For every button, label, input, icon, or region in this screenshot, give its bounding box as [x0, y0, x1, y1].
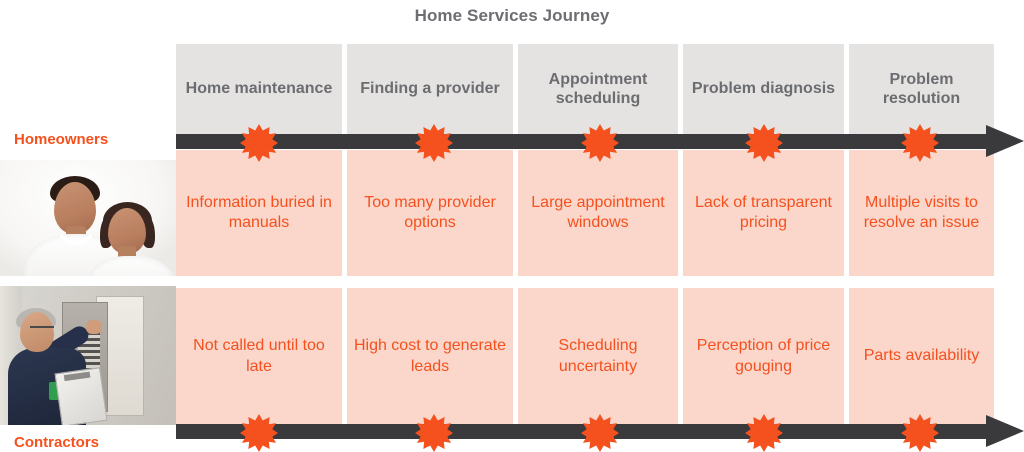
pain-point-text: Not called until too late — [193, 337, 325, 375]
contractor-hand — [86, 320, 102, 334]
pain-cell-homeowners-problem-diagnosis[interactable]: Lack of transparent pricing — [683, 150, 844, 276]
page-title: Home Services Journey — [414, 6, 610, 25]
stage-header-label: Finding a provider — [360, 80, 500, 98]
pocket-tool — [49, 382, 59, 400]
stage-header-problem-diagnosis[interactable]: Problem diagnosis — [683, 44, 844, 135]
arrow-shaft — [176, 424, 988, 439]
man-head — [54, 182, 96, 234]
pain-point-text: Scheduling uncertainty — [558, 337, 638, 375]
arrow-head-icon — [986, 415, 1024, 447]
pain-cell-homeowners-home-maintenance[interactable]: Information buried in manuals — [176, 150, 342, 276]
pain-cell-homeowners-problem-resolution[interactable]: Multiple visits to resolve an issue — [849, 150, 994, 276]
clipboard — [54, 367, 108, 425]
contractor-journey-arrow — [176, 415, 1024, 447]
stage-header-label: Home maintenance — [185, 80, 333, 98]
stage-header-home-maintenance[interactable]: Home maintenance — [176, 44, 342, 135]
pain-cell-contractors-home-maintenance[interactable]: Not called until too late — [176, 288, 342, 425]
woman-shirt — [88, 256, 174, 276]
pain-point-text: Multiple visits to resolve an issue — [863, 193, 980, 231]
pain-cell-contractors-problem-diagnosis[interactable]: Perception of price gouging — [683, 288, 844, 425]
pain-point-text: Too many provider options — [364, 193, 496, 231]
pain-cell-homeowners-finding-a-provider[interactable]: Too many provider options — [347, 150, 513, 276]
persona-photo-contractors — [0, 286, 176, 425]
pain-point-text: High cost to generate leads — [353, 337, 507, 375]
pain-point-text: Perception of price gouging — [696, 337, 831, 375]
pain-cell-contractors-finding-a-provider[interactable]: High cost to generate leads — [347, 288, 513, 425]
homeowner-journey-arrow — [176, 125, 1024, 157]
pain-point-text: Large appointment windows — [531, 193, 665, 231]
arrow-head-icon — [986, 125, 1024, 157]
contractor-head — [20, 312, 54, 352]
pain-point-text: Parts availability — [863, 347, 980, 365]
persona-label-contractors: Contractors — [14, 434, 100, 451]
stage-header-finding-a-provider[interactable]: Finding a provider — [347, 44, 513, 135]
persona-label-homeowners: Homeowners — [14, 131, 109, 148]
stage-header-problem-resolution[interactable]: Problem resolution — [849, 44, 994, 135]
stage-header-label: Appointment scheduling — [548, 70, 648, 107]
pain-cell-contractors-problem-resolution[interactable]: Parts availability — [849, 288, 994, 425]
stage-header-label: Problem diagnosis — [691, 80, 836, 98]
pain-point-text: Information buried in manuals — [186, 193, 332, 231]
pain-point-text: Lack of transparent pricing — [695, 193, 832, 231]
stage-header-appointment-scheduling[interactable]: Appointment scheduling — [518, 44, 678, 135]
pain-cell-contractors-appointment-scheduling[interactable]: Scheduling uncertainty — [518, 288, 678, 425]
arrow-shaft — [176, 134, 988, 149]
contractor-glasses — [30, 326, 54, 334]
pain-cell-homeowners-appointment-scheduling[interactable]: Large appointment windows — [518, 150, 678, 276]
stage-header-label: Problem resolution — [882, 70, 961, 107]
persona-photo-homeowners — [0, 160, 176, 276]
